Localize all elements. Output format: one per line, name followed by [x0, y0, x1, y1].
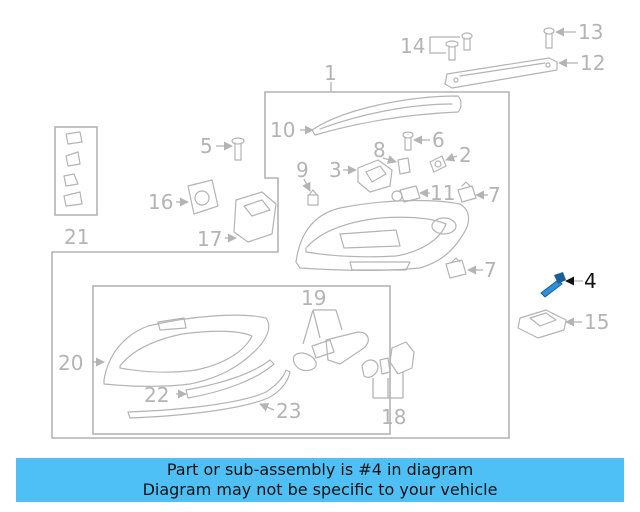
headlamp-assembly-outline: [51, 91, 510, 439]
callout-22: 22: [144, 383, 169, 407]
part-19-gaskets: [292, 331, 369, 372]
callout-7-lower: 7: [484, 258, 497, 282]
clip-kit-box: [54, 126, 98, 216]
callout-1: 1: [324, 61, 337, 85]
part-7-upper: [457, 181, 477, 203]
callout-12: 12: [580, 51, 605, 75]
headlamp-housing: [295, 199, 470, 271]
callout-13: 13: [578, 20, 603, 44]
part-9-connector: [307, 189, 319, 206]
callout-3: 3: [329, 158, 342, 182]
callout-18: 18: [381, 405, 406, 429]
part-18-parts: [361, 341, 415, 378]
callout-15: 15: [584, 310, 609, 334]
part-16-bracket: [187, 179, 219, 215]
callout-16: 16: [148, 190, 173, 214]
part-14-bolts: [445, 32, 473, 61]
part-12-bracket: [444, 57, 558, 89]
callout-20: 20: [58, 351, 83, 375]
callout-17: 17: [197, 227, 222, 251]
part-22-strip: [185, 359, 275, 399]
part-17-module: [233, 191, 277, 243]
banner-line-2: Diagram may not be specific to your vehi…: [142, 480, 498, 499]
callout-2: 2: [459, 143, 472, 167]
part-7-lower: [445, 257, 467, 279]
info-banner: Part or sub-assembly is #4 in diagram Di…: [16, 458, 624, 502]
part-2-grommet: [429, 155, 447, 173]
part-4-bolt: [540, 272, 566, 298]
part-11-bulb: [391, 185, 421, 203]
callout-21: 21: [64, 225, 89, 249]
banner-line-1: Part or sub-assembly is #4 in diagram: [166, 460, 474, 479]
callout-9: 9: [296, 158, 309, 182]
callout-8: 8: [373, 138, 386, 162]
part-20-lens: [103, 314, 270, 387]
part-6-screw: [402, 131, 414, 151]
callout-10: 10: [270, 118, 295, 142]
callout-5: 5: [200, 134, 213, 158]
part-8-clip: [397, 157, 411, 175]
callout-14: 14: [400, 34, 425, 58]
callout-7-upper: 7: [488, 183, 501, 207]
part-5-bolt: [231, 137, 245, 161]
part-23-trim: [127, 369, 291, 419]
callout-4: 4: [584, 269, 597, 293]
parts-diagram: 1 10 12 13 14 5 6 2: [51, 20, 609, 439]
callout-23: 23: [276, 399, 301, 423]
part-15-module: [517, 309, 567, 339]
part-3-cap: [357, 159, 393, 193]
part-13-bolt: [543, 27, 555, 49]
callout-19: 19: [301, 286, 326, 310]
part-10-trim-strip: [311, 95, 462, 136]
callout-6: 6: [432, 128, 445, 152]
part-21-clips: [63, 131, 83, 207]
